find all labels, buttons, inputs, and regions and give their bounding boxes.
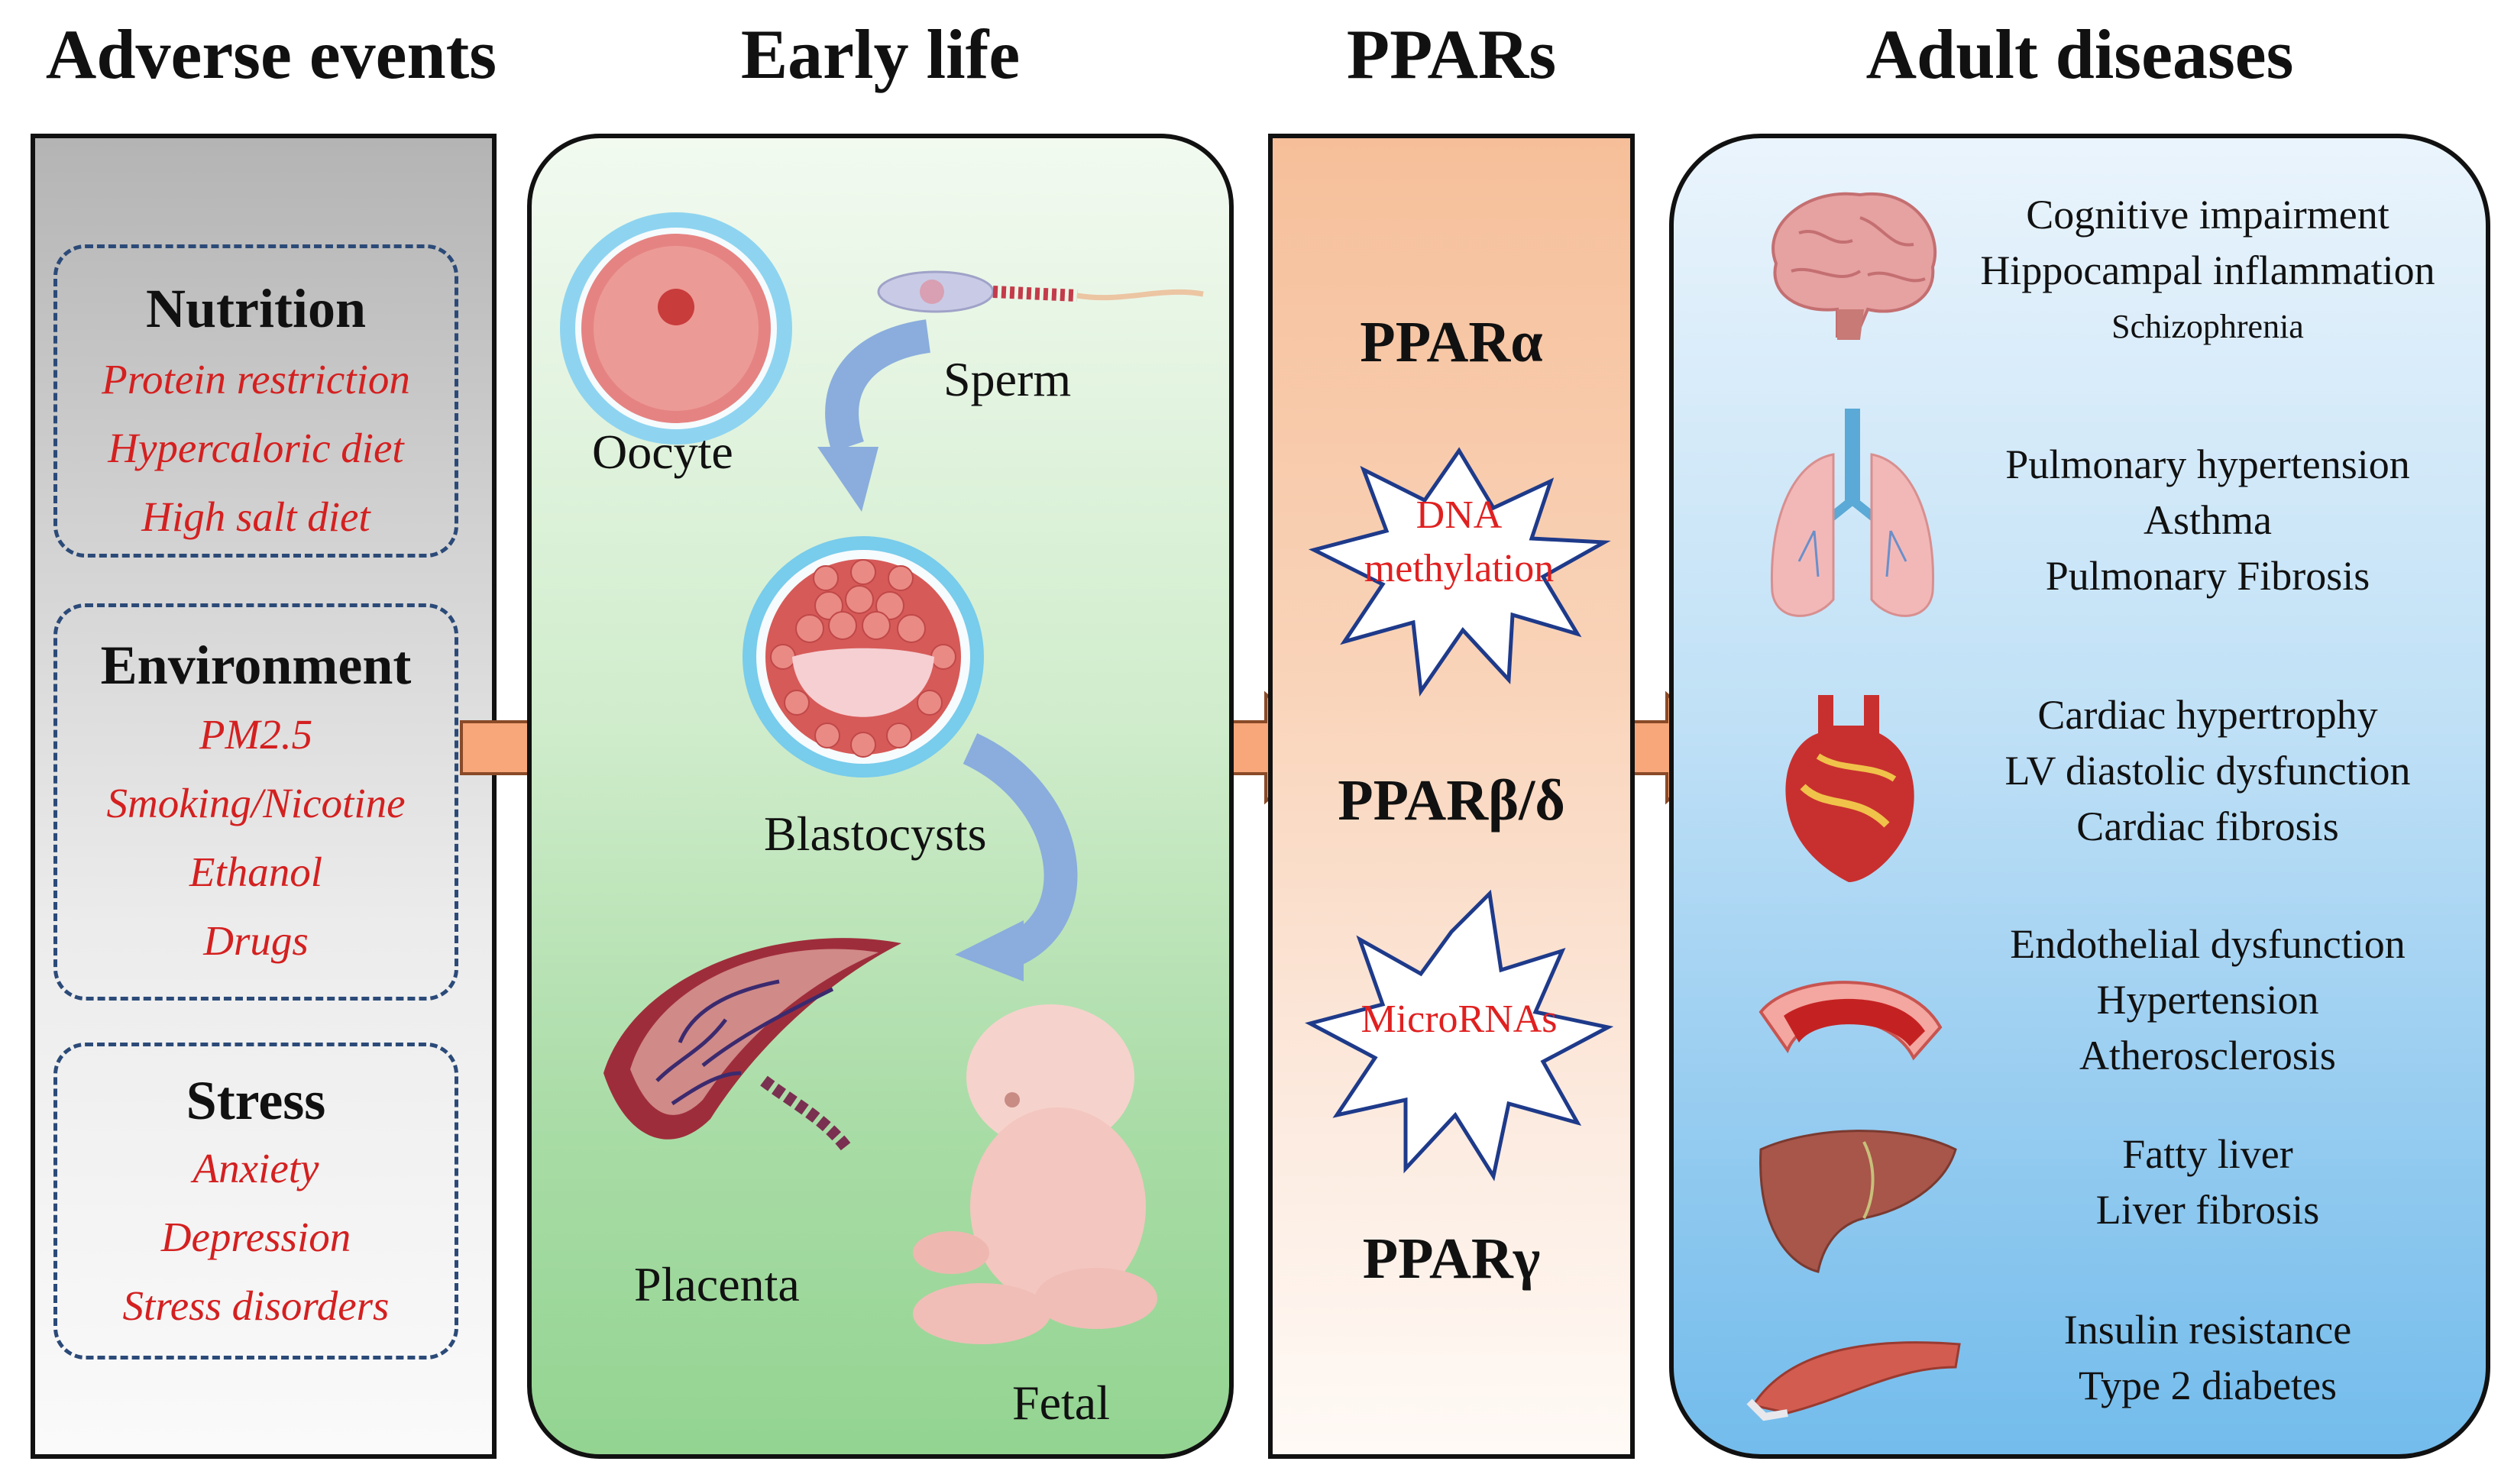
environment-box: Environment PM2.5 Smoking/Nicotine Ethan… bbox=[53, 603, 458, 1001]
sperm-icon bbox=[877, 270, 1204, 313]
ppars-title: PPARs bbox=[1346, 15, 1557, 93]
ppar-gamma-label: PPARγ bbox=[1362, 1227, 1541, 1291]
oocyte-icon bbox=[560, 212, 792, 445]
disease-text: Insulin resistance bbox=[2063, 1307, 2352, 1353]
placenta-label: Placenta bbox=[634, 1257, 800, 1311]
brain-icon bbox=[1771, 192, 1937, 340]
brain-diseases: Cognitive impairment Hippocampal inflamm… bbox=[1933, 187, 2483, 354]
environment-title: Environment bbox=[100, 635, 412, 696]
ppar-alpha-label: PPARα bbox=[1360, 310, 1543, 374]
disease-text: Schizophrenia bbox=[2111, 308, 2304, 345]
heart-icon bbox=[1785, 695, 1914, 882]
micrornas-starburst-icon bbox=[1305, 889, 1614, 1182]
fetal-label: Fetal bbox=[1012, 1376, 1110, 1430]
disease-text: Liver fibrosis bbox=[2095, 1187, 2320, 1233]
stress-box: Stress Anxiety Depression Stress disorde… bbox=[53, 1043, 458, 1360]
adult-diseases-title: Adult diseases bbox=[1865, 15, 2294, 93]
adverse-events-panel bbox=[31, 134, 497, 1459]
early-life-title: Early life bbox=[740, 15, 1021, 93]
oocyte-label: Oocyte bbox=[592, 425, 733, 479]
disease-text: Fatty liver bbox=[2122, 1131, 2293, 1177]
fetus-icon bbox=[913, 1004, 1157, 1344]
disease-text: Cardiac hypertrophy bbox=[2037, 692, 2378, 738]
blood-vessel-icon bbox=[1759, 981, 1943, 1061]
environment-item: Ethanol bbox=[189, 849, 323, 895]
ppars-panel bbox=[1268, 134, 1635, 1459]
disease-text: Endothelial dysfunction bbox=[2010, 921, 2406, 967]
dna-methylation-starburst-icon bbox=[1308, 447, 1611, 697]
liver-icon bbox=[1759, 1130, 1957, 1273]
stress-title: Stress bbox=[186, 1070, 326, 1131]
disease-text: LV diastolic dysfunction bbox=[2004, 748, 2411, 794]
nutrition-title: Nutrition bbox=[146, 278, 366, 339]
disease-text: Type 2 diabetes bbox=[2078, 1363, 2338, 1408]
nutrition-item: Protein restriction bbox=[102, 356, 410, 403]
disease-text: Asthma bbox=[2144, 497, 2272, 543]
adverse-events-title: Adverse events bbox=[45, 15, 497, 93]
metabolic-diseases: Insulin resistance Type 2 diabetes bbox=[1933, 1302, 2483, 1414]
dna-label: DNA bbox=[1416, 493, 1503, 537]
disease-text: Pulmonary Fibrosis bbox=[2045, 553, 2370, 599]
disease-text: Cognitive impairment bbox=[2026, 192, 2389, 238]
liver-diseases: Fatty liver Liver fibrosis bbox=[1933, 1127, 2483, 1238]
nutrition-item: High salt diet bbox=[141, 493, 370, 540]
disease-text: Pulmonary hypertension bbox=[2005, 441, 2410, 487]
lungs-icon bbox=[1770, 409, 1935, 617]
lung-diseases: Pulmonary hypertension Asthma Pulmonary … bbox=[1933, 437, 2483, 604]
micrornas-label: MicroRNAs bbox=[1361, 997, 1558, 1041]
blastocyst-icon bbox=[743, 536, 984, 778]
vascular-diseases: Endothelial dysfunction Hypertension Ath… bbox=[1933, 917, 2483, 1084]
stress-item: Depression bbox=[160, 1214, 351, 1260]
environment-item: Drugs bbox=[203, 917, 309, 964]
dna-methylation-label: DNA methylation bbox=[1299, 489, 1619, 596]
muscle-icon bbox=[1746, 1341, 1961, 1421]
environment-item: PM2.5 bbox=[199, 711, 313, 758]
blastocysts-label: Blastocysts bbox=[764, 807, 987, 861]
nutrition-item: Hypercaloric diet bbox=[108, 425, 404, 471]
disease-text: Atherosclerosis bbox=[2079, 1033, 2336, 1078]
sperm-label: Sperm bbox=[943, 352, 1072, 406]
heart-diseases: Cardiac hypertrophy LV diastolic dysfunc… bbox=[1933, 687, 2483, 855]
methylation-label: methylation bbox=[1364, 547, 1555, 590]
nutrition-box: Nutrition Protein restriction Hypercalor… bbox=[53, 244, 458, 558]
ppar-beta-delta-label: PPARβ/δ bbox=[1338, 768, 1565, 833]
disease-text: Hippocampal inflammation bbox=[1980, 247, 2435, 293]
stress-item: Anxiety bbox=[193, 1145, 319, 1191]
placenta-icon bbox=[603, 938, 901, 1153]
curved-arrow-2-icon bbox=[955, 733, 1078, 981]
curved-arrow-1-icon bbox=[817, 319, 931, 512]
stress-item: Stress disorders bbox=[122, 1282, 390, 1329]
environment-item: Smoking/Nicotine bbox=[106, 780, 406, 826]
disease-text: Cardiac fibrosis bbox=[2076, 803, 2339, 849]
disease-text: Hypertension bbox=[2096, 977, 2319, 1023]
